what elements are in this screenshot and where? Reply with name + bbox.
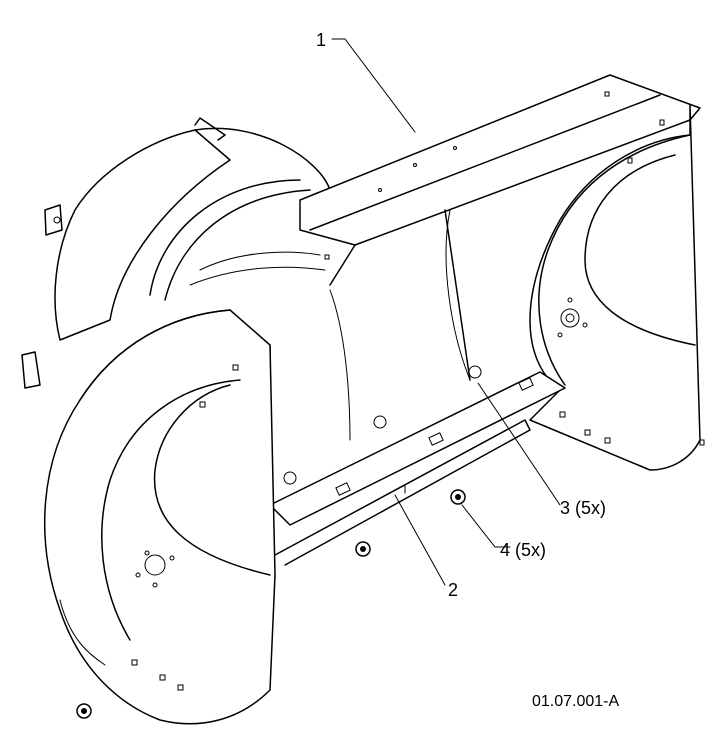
bottom-plate-part-2: [269, 371, 566, 566]
nut-icon: [450, 489, 466, 505]
callout-label-1: 1: [316, 30, 326, 50]
right-shroud: [445, 104, 705, 471]
nut-icon: [76, 703, 92, 719]
callout-label-4: 4 (5x): [500, 540, 546, 560]
rear-auger-tunnel: [149, 179, 326, 301]
callout-label-2: 2: [448, 580, 458, 600]
nut-part-4-group: [76, 489, 466, 719]
nut-icon: [355, 541, 371, 557]
leader-lines: [331, 38, 561, 586]
rear-drum-shroud: [21, 117, 331, 389]
left-front-shroud: [44, 309, 276, 725]
callout-label-3: 3 (5x): [560, 498, 606, 518]
document-id: 01.07.001-A: [532, 693, 620, 710]
